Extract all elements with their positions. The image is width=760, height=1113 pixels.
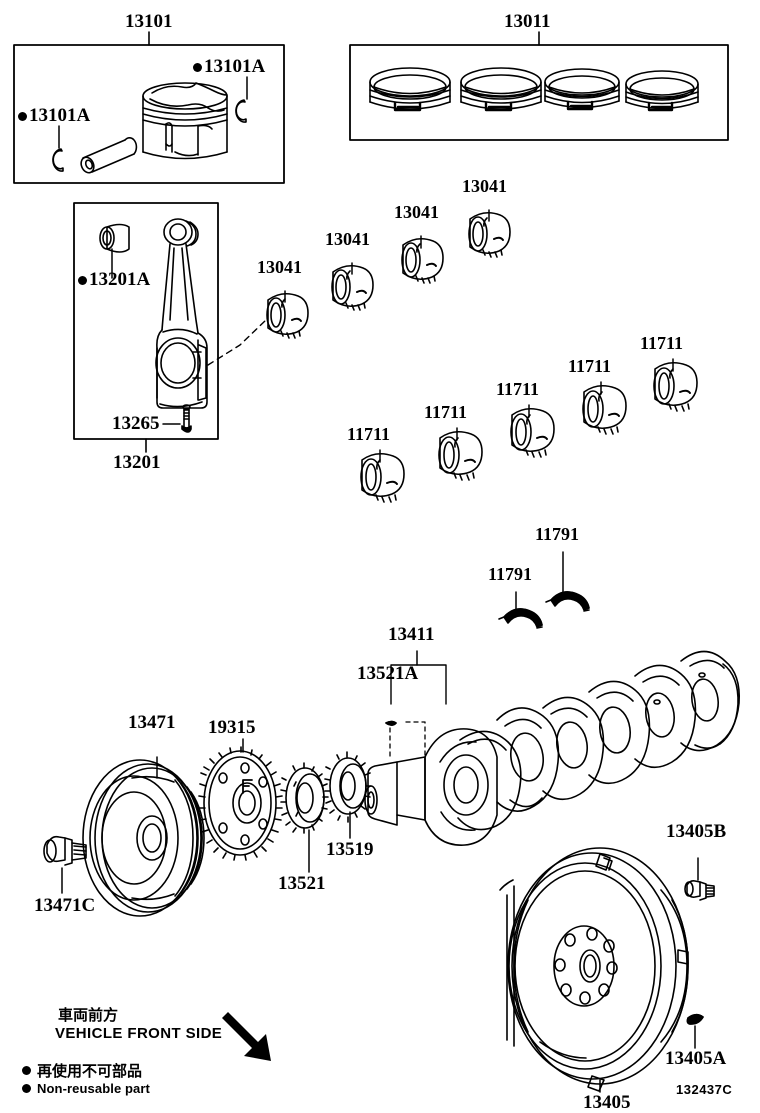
piston-pin-drawing (80, 137, 138, 174)
front-direction-arrow (222, 1012, 271, 1061)
label-crankshaft: 13411 (388, 624, 435, 645)
thrust-washer-1 (498, 608, 543, 629)
pulley-bolt-drawing (43, 835, 87, 866)
flywheel-bolt-drawing (684, 880, 715, 901)
crank-timing-gear-drawing (280, 762, 329, 834)
label-conrod-bushing: 13201A (78, 270, 150, 289)
label-main-bearing-1: 11711 (347, 424, 391, 444)
nonreusable-bullet-icon (22, 1066, 31, 1075)
label-main-bearing-2: 11711 (424, 402, 468, 422)
label-conrod-bearing-2: 13041 (325, 229, 370, 249)
label-crank-key: 13521A (357, 663, 419, 684)
nonreusable-bullet-icon (193, 63, 202, 72)
label-thrust-washer-2: 11791 (535, 524, 580, 544)
label-piston-assy: 13101 (125, 11, 173, 32)
legend-front-en: VEHICLE FRONT SIDE (55, 1025, 223, 1042)
thrust-washer-2 (545, 591, 590, 612)
conrod-bolt-drawing (181, 404, 192, 433)
label-flywheel-bolt: 13405B (666, 821, 727, 842)
crank-pulley-drawing (82, 759, 205, 917)
label-crank-timing-gear: 13521 (278, 873, 326, 894)
main-bearing-4 (582, 384, 627, 435)
label-snapring-left: 13101A (18, 106, 90, 125)
label-flywheel-pin: 13405A (665, 1048, 727, 1069)
label-oil-pump-gear: 13519 (326, 839, 374, 860)
label-thrust-washer-1: 11791 (488, 564, 533, 584)
main-bearing-1 (360, 452, 405, 503)
timing-plate-drawing (198, 746, 283, 861)
conrod-bearing-1 (266, 292, 309, 339)
piston-drawing (142, 82, 228, 160)
legend-front-jp: 車両前方 (58, 1006, 119, 1024)
label-crank-pulley: 13471 (128, 712, 176, 733)
label-main-bearing-4: 11711 (568, 356, 612, 376)
piston-ring-stacks (369, 67, 699, 112)
conrod-bushing-drawing (99, 223, 130, 253)
main-bearing-5 (653, 361, 698, 412)
rings-box-frame (349, 44, 729, 141)
label-piston-ring-set: 13011 (504, 11, 551, 32)
diagram-sheet-code: 132437C (676, 1082, 733, 1097)
main-bearing-3 (510, 407, 555, 458)
conrod-drawing (155, 218, 208, 409)
label-flywheel: 13405 (583, 1092, 631, 1113)
label-conrod-bearing-4: 13041 (462, 176, 507, 196)
label-conrod-bearing-1: 13041 (257, 257, 302, 277)
crankshaft-drawing (364, 650, 741, 846)
oil-pump-gear-drawing (324, 751, 372, 823)
legend-nonreusable-jp: 再使用不可部品 (22, 1060, 142, 1081)
flywheel-drawing (499, 847, 689, 1092)
label-pulley-bolt: 13471C (34, 895, 96, 916)
label-main-bearing-5: 11711 (640, 333, 684, 353)
label-conrod-assy: 13201 (113, 452, 161, 473)
nonreusable-bullet-icon (22, 1084, 31, 1093)
legend-nonreusable-en: Non-reusable part (22, 1081, 150, 1096)
snapring-left-drawing (52, 148, 64, 172)
label-timing-plate: 19315 (208, 717, 256, 738)
nonreusable-bullet-icon (78, 276, 87, 285)
main-bearing-2 (438, 430, 483, 481)
nonreusable-bullet-icon (18, 112, 27, 121)
flywheel-pin-drawing (686, 1013, 704, 1025)
conrod-bearing-3 (401, 237, 444, 284)
conrod-bearing-4 (468, 211, 511, 258)
label-snapring-right: 13101A (193, 57, 265, 76)
label-conrod-bearing-3: 13041 (394, 202, 439, 222)
label-conrod-bolt: 13265 (112, 413, 160, 434)
snapring-right-drawing (235, 99, 247, 123)
conrod-bearing-2 (331, 264, 374, 311)
label-main-bearing-3: 11711 (496, 379, 540, 399)
